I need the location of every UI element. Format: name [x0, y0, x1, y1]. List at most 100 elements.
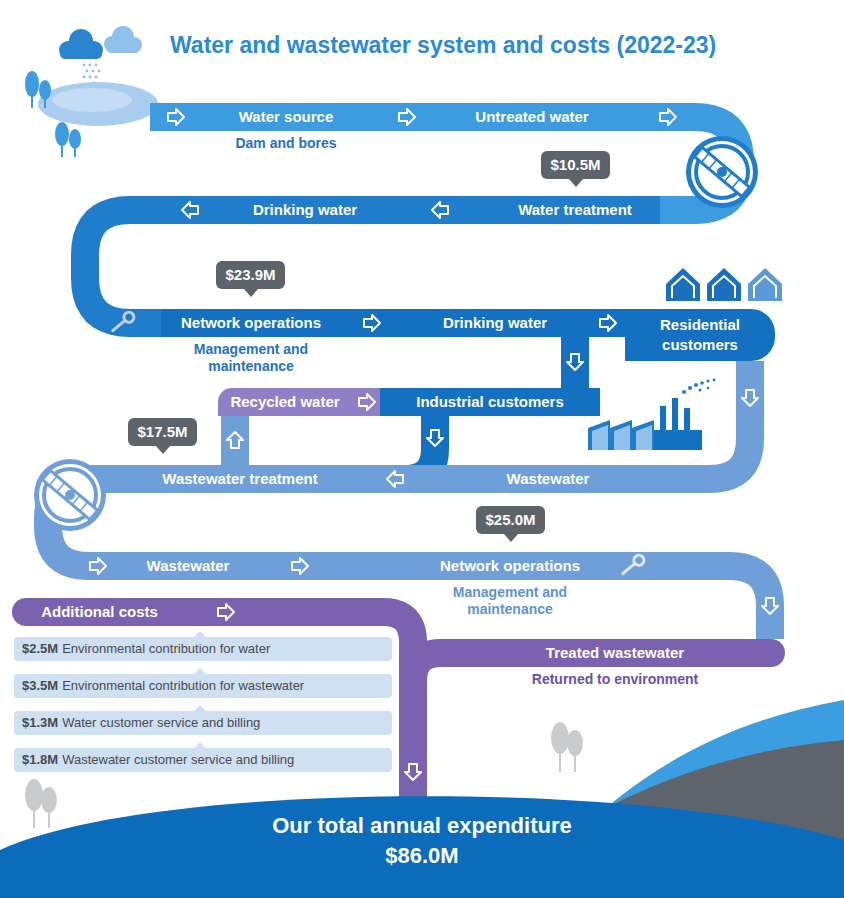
- wrench-symbol: [632, 553, 646, 567]
- flow-connector: [567, 337, 583, 388]
- stage-label: Network operations: [181, 309, 321, 337]
- arrowhead: [182, 202, 198, 218]
- stage-label: Wastewater: [507, 465, 590, 493]
- treatment-plant-symbol: [39, 464, 101, 526]
- treatment-plant-symbol: [34, 459, 106, 531]
- flow-band: [263, 552, 415, 580]
- reservoir: [52, 88, 132, 112]
- treatment-plant-symbol: [717, 167, 727, 177]
- cost-bubble: $25.0M: [476, 506, 545, 534]
- flow-band: [352, 388, 380, 416]
- customer-band: Residential customers: [625, 309, 775, 361]
- flow-band: [590, 309, 625, 337]
- reservoir: [38, 82, 158, 126]
- stage-label: Residential customers: [625, 315, 775, 355]
- house-symbol: [754, 276, 776, 298]
- rain-cloud: [83, 64, 101, 85]
- flow-band: Network operationsManagement and mainten…: [161, 309, 341, 337]
- flow-band: Treated wastewaterReturned to environmen…: [445, 639, 785, 667]
- house-symbol: [707, 268, 741, 301]
- stage-label: Drinking water: [443, 309, 547, 337]
- rain-cloud: [92, 70, 95, 73]
- treatment-plant-symbol: [42, 470, 97, 519]
- flow-band: [623, 361, 750, 479]
- wrench-symbol: [113, 320, 125, 330]
- outflow-band: [168, 109, 184, 125]
- treatment-plant-symbol: [694, 147, 749, 196]
- rain-cloud: [83, 76, 86, 79]
- cost-figure: $3.5M: [22, 678, 58, 693]
- arrowhead: [359, 394, 375, 410]
- tree-symbol: [34, 805, 49, 828]
- wrench-symbol: [620, 553, 646, 577]
- cost-figure: $2.5M: [22, 641, 58, 656]
- tree-symbol: [25, 71, 81, 157]
- flow-band: [335, 465, 473, 493]
- arrowhead: [405, 764, 421, 780]
- flow-connector: [335, 471, 473, 487]
- treatment-plant-symbol: [686, 136, 758, 208]
- flow-connector: [390, 202, 490, 218]
- flow-band: [413, 653, 445, 802]
- factory-symbol: [707, 387, 710, 390]
- flow-band: [605, 566, 770, 639]
- treatment-plant-symbol: [65, 490, 75, 500]
- rain-cloud: [59, 26, 142, 84]
- rain-cloud: [89, 76, 92, 79]
- cost-item: $2.5MEnvironmental contribution for wate…: [14, 637, 392, 661]
- flow-band: [561, 337, 589, 388]
- factory-symbol: [700, 381, 704, 385]
- cost-item: $1.3MWater customer service and billing: [14, 711, 392, 735]
- flow-band: [376, 103, 437, 131]
- flow-band: [341, 309, 400, 337]
- house-symbol: [748, 268, 782, 301]
- arrowhead: [567, 354, 583, 370]
- reservoir: [38, 82, 158, 126]
- stage-label: Wastewater treatment: [162, 465, 317, 493]
- factory-symbol: [688, 386, 692, 390]
- outflow-band: [150, 103, 202, 131]
- flow-connector: [405, 653, 445, 802]
- treatment-plant-symbol: [34, 459, 106, 531]
- arrowhead: [432, 202, 448, 218]
- flow-band: Recycled water: [218, 388, 352, 416]
- stage-label: Additional costs: [41, 598, 158, 626]
- flow-band: Network operationsManagement and mainten…: [415, 552, 605, 580]
- flow-connector: [187, 604, 421, 802]
- cost-bubble: $23.9M: [216, 261, 285, 289]
- factory-symbol: [592, 425, 652, 450]
- house-symbol: [666, 268, 700, 301]
- tree-symbol: [62, 143, 75, 157]
- factory-symbol: [654, 430, 702, 450]
- cost-figure: $10.5M: [550, 151, 600, 179]
- house-symbol: [713, 276, 735, 298]
- stage-label: Water source: [239, 103, 333, 131]
- rain-cloud: [60, 48, 102, 59]
- bubble-pointer: [156, 446, 170, 454]
- stage-label: Industrial customers: [416, 388, 564, 416]
- flow-band: Wastewater: [113, 552, 263, 580]
- wrench-symbol: [122, 310, 136, 324]
- rain-cloud: [106, 43, 140, 53]
- flow-band: [390, 196, 490, 224]
- cost-figure: $1.8M: [22, 752, 58, 767]
- treatment-plant-symbol: [691, 141, 753, 203]
- arrowhead: [364, 315, 380, 331]
- flow-band: [85, 210, 220, 323]
- rain-cloud: [83, 64, 86, 67]
- factory-symbol: [706, 379, 709, 382]
- cost-figure: $17.5M: [137, 418, 187, 446]
- flow-connector: [376, 109, 437, 125]
- stage-note: Returned to environment: [495, 671, 735, 688]
- stage-label: Drinking water: [253, 196, 357, 224]
- arrowhead: [90, 558, 106, 574]
- tree-symbol: [55, 122, 69, 146]
- stage-note: Management and maintenance: [169, 341, 334, 375]
- flow-connector: [623, 361, 758, 479]
- total-figure: $86.0M: [0, 841, 844, 871]
- house-symbol: [666, 268, 782, 301]
- flow-band: Water treatment: [490, 196, 660, 224]
- tree-symbol: [25, 71, 39, 97]
- stage-note: Management and maintenance: [425, 584, 595, 618]
- flow-connector: [227, 416, 243, 465]
